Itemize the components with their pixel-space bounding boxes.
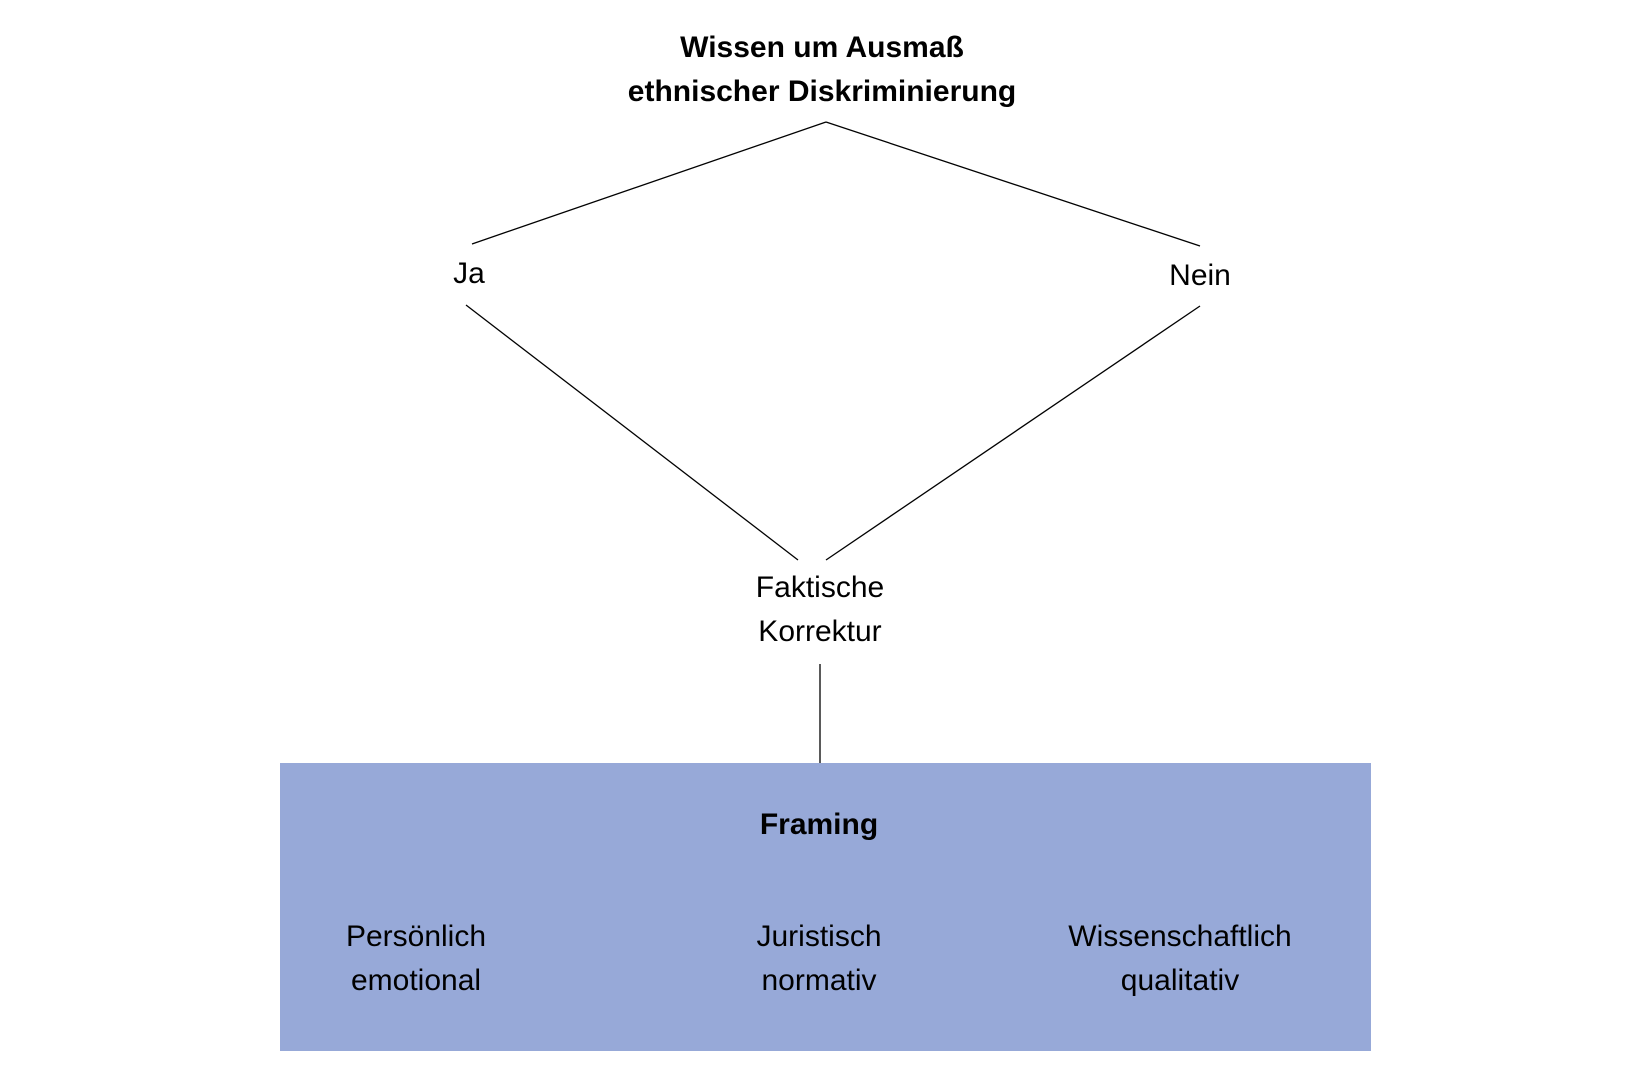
correction-node-line2: Korrektur (758, 615, 882, 648)
connector-no-to-correction (825, 305, 1201, 561)
correction-node-line1: Faktische (755, 571, 885, 604)
framing-item-personal-line2: emotional (350, 964, 482, 997)
connector-root-to-yes (471, 121, 827, 245)
connector-yes-to-correction (465, 304, 799, 561)
framing-item-personal-line1: Persönlich (345, 920, 487, 953)
framing-box (280, 763, 1371, 1051)
connector-root-to-no (825, 121, 1201, 247)
framing-item-scientific-line2: qualitativ (1120, 964, 1240, 997)
correction-node-label: Faktische Korrektur (756, 566, 884, 654)
root-node-line2: ethnischer Diskriminierung (627, 75, 1017, 108)
root-node-line1: Wissen um Ausmaß (680, 31, 964, 64)
framing-item-personal: Persönlich emotional (346, 915, 486, 1003)
root-node-label: Wissen um Ausmaß ethnischer Diskriminier… (628, 26, 1016, 114)
branch-yes-label: Ja (453, 257, 485, 290)
framing-item-legal-line2: normativ (761, 964, 877, 997)
framing-item-legal: Juristisch normativ (756, 915, 881, 1003)
framing-title: Framing (759, 808, 879, 841)
framing-item-scientific: Wissenschaftlich qualitativ (1068, 915, 1291, 1003)
framing-item-legal-line1: Juristisch (756, 920, 882, 953)
branch-no-label: Nein (1169, 259, 1231, 292)
framing-item-scientific-line1: Wissenschaftlich (1068, 920, 1292, 953)
